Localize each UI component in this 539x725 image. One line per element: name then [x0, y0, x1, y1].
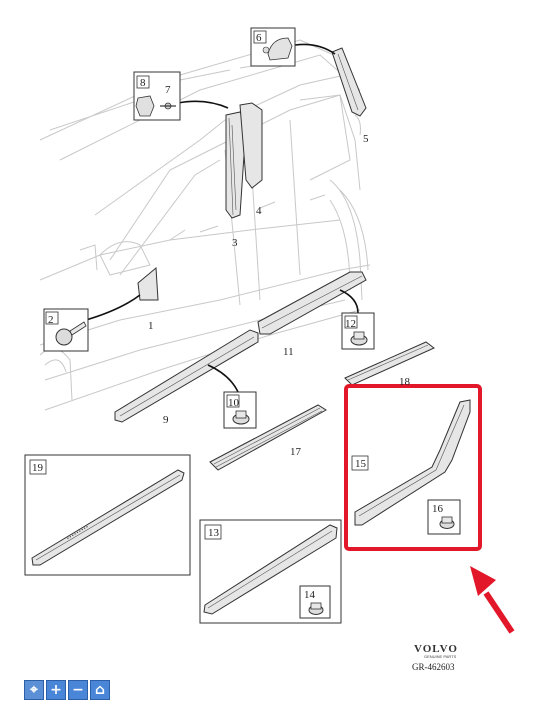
brand-name: VOLVO: [414, 643, 458, 655]
part-9-shape: [114, 329, 259, 423]
label-2: 2: [48, 314, 54, 326]
callout-12[interactable]: [341, 312, 375, 350]
label-9: 9: [163, 414, 169, 426]
part-13-box[interactable]: [199, 519, 342, 624]
zoom-out-button[interactable]: −: [68, 680, 88, 700]
zoom-out-icon: −: [72, 682, 84, 698]
callout-8-7[interactable]: [133, 71, 181, 121]
label-3: 3: [232, 237, 238, 249]
part-4-shape: [239, 102, 263, 189]
label-12: 12: [345, 318, 356, 330]
part-17-shape: [209, 404, 327, 471]
callout-labels: 1 2 3 4 5 6 7 8 9 10 11 12 13 14 15 16 1…: [32, 32, 444, 601]
label-7: 7: [165, 84, 171, 96]
callout-2[interactable]: [43, 308, 89, 352]
pillar-trim-parts: [225, 47, 367, 219]
label-6: 6: [256, 32, 262, 44]
label-15: 15: [355, 458, 367, 470]
label-10: 10: [228, 397, 240, 409]
part-15-box[interactable]: [344, 384, 482, 551]
brand-block: VOLVO GENUINE PARTS GR-462603: [412, 643, 458, 672]
part-3-shape: [225, 111, 247, 219]
zoom-in-button[interactable]: +: [46, 680, 66, 700]
label-18: 18: [399, 376, 411, 388]
highlight-arrow: [470, 566, 515, 634]
label-17: 17: [290, 446, 302, 458]
label-5: 5: [363, 133, 369, 145]
part-15-shape: [354, 399, 471, 526]
label-4: 4: [256, 205, 262, 217]
diagram-reference: GR-462603: [412, 662, 455, 672]
label-8: 8: [140, 77, 146, 89]
part-18-shape: [344, 341, 435, 386]
cursor-icon: ⌖: [30, 682, 38, 698]
label-19: 19: [32, 462, 44, 474]
label-14: 14: [304, 589, 316, 601]
zoom-in-icon: +: [50, 682, 62, 698]
door-mouldings: [114, 271, 367, 423]
zoom-toolbar: ⌖ + − ⌂: [24, 680, 110, 700]
label-11: 11: [283, 346, 294, 358]
label-1: 1: [148, 320, 154, 332]
scuff-plates: [209, 341, 435, 471]
callout-10[interactable]: [223, 391, 257, 429]
brand-tagline: GENUINE PARTS: [424, 654, 457, 659]
cursor-button[interactable]: ⌖: [24, 680, 44, 700]
callout-6[interactable]: [250, 27, 296, 67]
car-outline: [39, 39, 371, 411]
home-icon: ⌂: [94, 682, 106, 698]
label-16: 16: [432, 503, 444, 515]
part-1-shape: [137, 266, 159, 301]
part-11-shape: [257, 271, 367, 335]
part-5-shape: [331, 47, 367, 117]
part-19-box[interactable]: ▪▪▪▪▪▪▪▪▪: [24, 454, 191, 576]
home-button[interactable]: ⌂: [90, 680, 110, 700]
label-13: 13: [208, 527, 220, 539]
